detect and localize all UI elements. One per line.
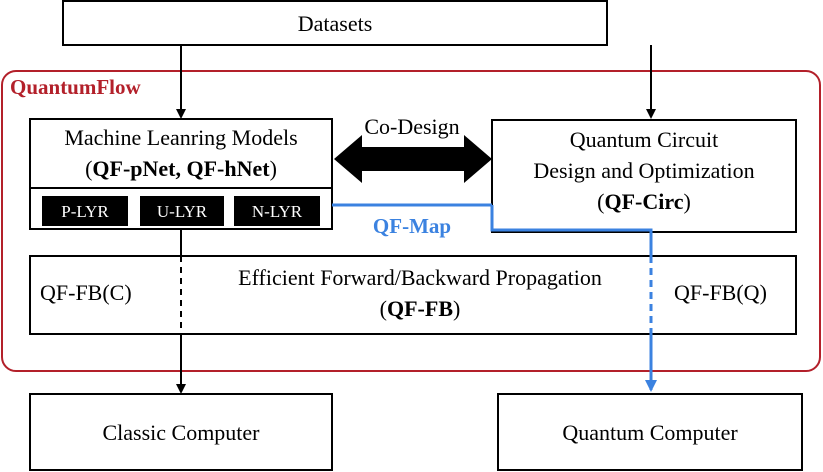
quantum-circuit-box: Quantum Circuit Design and Optimization … (491, 119, 797, 233)
quantum-circuit-tag: (QF-Circ) (597, 189, 691, 214)
svg-text:U-LYR: U-LYR (157, 202, 208, 221)
quantum-computer-box: Quantum Computer (497, 393, 803, 471)
svg-text:P-LYR: P-LYR (61, 202, 109, 221)
codesign-label: Co-Design (364, 114, 459, 139)
layer-badge-n: N-LYR (234, 196, 320, 226)
codesign-arrow: Co-Design (334, 114, 492, 183)
datasets-box: Datasets (62, 0, 608, 46)
svg-text:N-LYR: N-LYR (252, 202, 303, 221)
ml-models-subtitle: (QF-pNet, QF-hNet) (85, 156, 277, 181)
qf-map-path: QF-Map (332, 203, 657, 392)
classic-computer-label: Classic Computer (102, 420, 260, 445)
propagation-box: Efficient Forward/Backward Propagation (… (29, 255, 797, 335)
datasets-label: Datasets (298, 11, 373, 36)
quantum-circuit-line1: Quantum Circuit (570, 127, 718, 152)
ml-models-title: Machine Leanring Models (64, 125, 297, 150)
layer-badge-p: P-LYR (42, 196, 128, 226)
qf-map-label: QF-Map (373, 214, 451, 238)
quantum-circuit-line2: Design and Optimization (533, 158, 754, 183)
quantum-computer-label: Quantum Computer (562, 420, 738, 445)
propagation-right-label: QF-FB(Q) (674, 280, 767, 305)
propagation-left-label: QF-FB(C) (40, 280, 132, 305)
ml-models-box: Machine Leanring Models (QF-pNet, QF-hNe… (29, 118, 333, 230)
classic-computer-box: Classic Computer (29, 393, 333, 471)
quantumflow-frame (1, 70, 821, 372)
quantumflow-container: QuantumFlow (1, 70, 821, 372)
propagation-tag: (QF-FB) (380, 296, 461, 321)
quantumflow-label: QuantumFlow (10, 75, 142, 99)
propagation-title: Efficient Forward/Backward Propagation (238, 265, 602, 290)
layer-badge-u: U-LYR (140, 196, 224, 226)
